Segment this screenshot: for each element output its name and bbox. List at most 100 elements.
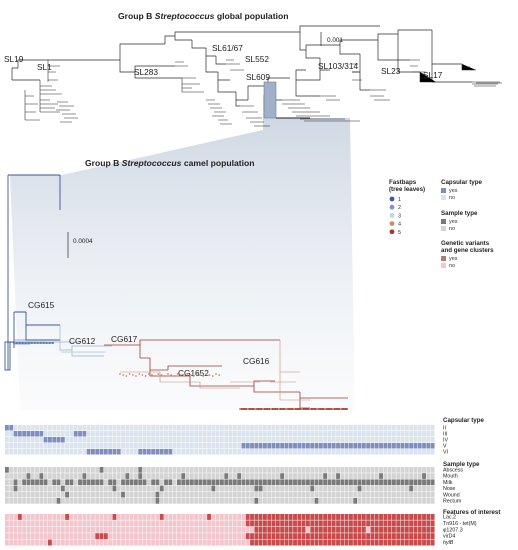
capsular-heatmap-cell	[293, 437, 297, 443]
features-heatmap-cell	[99, 539, 104, 546]
sample-heatmap-cell	[254, 479, 259, 486]
features-heatmap-cell	[65, 526, 70, 533]
capsular-heatmap-cell	[194, 437, 199, 443]
features-heatmap-cell	[73, 520, 78, 527]
sample-heatmap-cell	[413, 467, 418, 473]
sample-heatmap-cell	[357, 479, 362, 486]
sample-heatmap-cell	[78, 467, 82, 473]
sample-heatmap-cell	[263, 498, 267, 504]
features-heatmap-cell	[336, 533, 340, 540]
capsular-heatmap-cell	[417, 443, 422, 449]
sample-heatmap-cell	[245, 498, 250, 504]
features-heatmap-cell	[250, 526, 254, 533]
features-heatmap-cell	[293, 520, 297, 527]
features-heatmap-cell	[91, 533, 95, 540]
features-heatmap-cell	[39, 514, 44, 520]
features-heatmap-cell	[280, 514, 285, 520]
leaf-dot	[336, 408, 339, 410]
sample-heatmap-cell	[379, 473, 383, 479]
capsular-heatmap-cell	[99, 431, 104, 437]
features-heatmap-cell	[271, 539, 276, 546]
leaf-dot	[342, 408, 345, 410]
sample-heatmap-cell	[78, 473, 82, 479]
capsular-heatmap-cell	[271, 449, 276, 455]
leaf-dot	[215, 373, 217, 375]
capsular-heatmap-cell	[134, 437, 138, 443]
sample-heatmap-cell	[331, 479, 336, 486]
features-heatmap-cell	[48, 526, 52, 533]
sample-heatmap-cell	[297, 479, 302, 486]
capsular-heatmap-row-label: II	[443, 426, 446, 432]
features-heatmap-cell	[306, 514, 310, 520]
sample-heatmap-cell	[267, 473, 272, 479]
features-heatmap-cell	[357, 533, 362, 540]
sample-heatmap-cell	[417, 491, 422, 498]
sample-heatmap-cell	[177, 491, 181, 498]
features-heatmap-cell	[43, 514, 48, 520]
features-heatmap-cell	[151, 514, 156, 520]
leaf-dot	[98, 351, 100, 353]
features-heatmap-cell	[26, 514, 31, 520]
features-heatmap-cell	[39, 526, 44, 533]
sample-heatmap-title: Sample type	[443, 461, 480, 468]
sample-heatmap-cell	[73, 473, 78, 479]
features-heatmap-cell	[387, 539, 392, 546]
features-heatmap-cell	[422, 526, 426, 533]
sample-heatmap-cell	[310, 479, 315, 486]
capsular-heatmap-cell	[125, 449, 130, 455]
features-heatmap-cell	[396, 539, 401, 546]
leaf-dot	[64, 351, 66, 353]
capsular-heatmap-cell	[280, 449, 285, 455]
capsular-heatmap-cell	[103, 431, 108, 437]
capsular-heatmap-cell	[73, 449, 78, 455]
sample-heatmap-cell	[194, 498, 199, 504]
features-heatmap-cell	[280, 539, 285, 546]
features-heatmap-cell	[366, 539, 371, 546]
sample-heatmap-cell	[271, 491, 276, 498]
capsular-heatmap-cell	[168, 431, 173, 437]
features-heatmap-cell	[48, 539, 52, 546]
capsular-heatmap-cell	[361, 437, 366, 443]
features-heatmap-cell	[314, 539, 319, 546]
sample-heatmap-cell	[430, 485, 435, 492]
features-heatmap-cell	[159, 520, 164, 527]
sample-heatmap-cell	[228, 498, 233, 504]
sample-heatmap-cell	[22, 491, 27, 498]
sample-heatmap-cell	[383, 491, 388, 498]
sample-heatmap-cell	[220, 498, 224, 504]
capsular-heatmap-cell	[250, 431, 254, 437]
features-heatmap-cell	[357, 520, 362, 527]
features-heatmap-cell	[185, 526, 190, 533]
features-heatmap-cell	[344, 533, 349, 540]
sample-heatmap-cell	[336, 491, 340, 498]
features-heatmap-row-label: φ1207.3	[443, 527, 463, 533]
sample-heatmap-cell	[121, 498, 125, 504]
sample-heatmap-cell	[400, 473, 405, 479]
features-heatmap-cell	[263, 533, 267, 540]
sample-heatmap-cell	[52, 479, 57, 486]
sample-heatmap-cell	[430, 467, 435, 473]
capsular-heatmap-cell	[409, 443, 414, 449]
sample-heatmap-cell	[232, 479, 237, 486]
features-heatmap-cell	[65, 539, 70, 546]
sample-heatmap-cell	[129, 473, 134, 479]
capsular-heatmap-cell	[370, 431, 375, 437]
capsular-heatmap-cell	[60, 437, 65, 443]
capsular-heatmap-cell	[280, 431, 285, 437]
sample-heatmap-cell	[224, 473, 229, 479]
features-heatmap-cell	[392, 526, 396, 533]
sample-heatmap-row-label: Abscess	[443, 468, 463, 474]
features-heatmap-cell	[168, 539, 173, 546]
capsular-heatmap-row-label: VI	[443, 450, 448, 456]
leaf-dot	[310, 408, 313, 410]
capsular-heatmap-cell	[56, 449, 61, 455]
features-heatmap-cell	[400, 539, 405, 546]
sample-heatmap-cell	[370, 479, 375, 486]
sample-heatmap-cell	[194, 473, 199, 479]
sample-heatmap-cell	[215, 467, 220, 473]
lineage-sl609: SL609	[246, 72, 270, 82]
capsular-heatmap-cell	[207, 425, 211, 431]
leaf-dot	[265, 408, 268, 410]
features-heatmap-cell	[73, 539, 78, 546]
